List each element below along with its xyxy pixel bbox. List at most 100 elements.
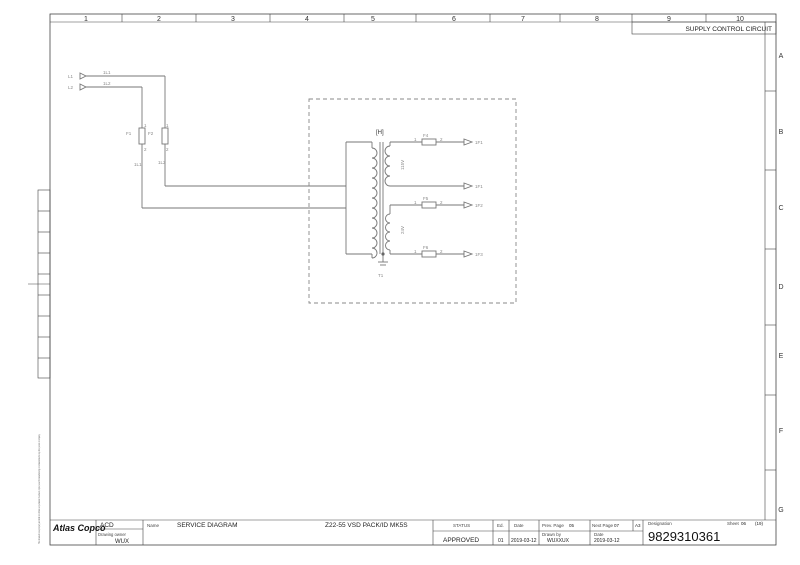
input-label-L1: L1 (68, 74, 74, 79)
fuse-label-F1: F1 (126, 131, 132, 136)
title-next-page: 07 (614, 523, 620, 528)
title-block (50, 519, 776, 545)
input-terminal-L1 (79, 72, 88, 80)
input-wire-label-1: 1L1 (103, 70, 111, 75)
column-number-10: 10 (736, 16, 744, 23)
sheet-outer-border (49, 13, 777, 546)
title-prev-page-label: Prev. Page (542, 523, 564, 528)
pin-label-1-f4: 1 (414, 137, 417, 142)
title-drawn-by: WUXXUX (547, 538, 570, 544)
row-letter-F: F (779, 428, 783, 435)
title-drawing-owner: WUX (115, 539, 129, 545)
column-number-3: 3 (231, 16, 235, 23)
input-terminal-L2 (79, 83, 88, 91)
column-number-6: 6 (452, 16, 456, 23)
pin-label-2-f6: 2 (440, 249, 443, 254)
title-drawn-by-label: Drawn by (542, 532, 562, 537)
input-wire-label-2: 1L2 (103, 81, 111, 86)
transformer-secondary-24v (385, 205, 391, 254)
winding-label-24v: 24V (400, 226, 405, 234)
fuse-label-F4: F4 (423, 133, 429, 138)
fuse-pin-2a: 2 (144, 147, 147, 152)
column-number-1: 1 (84, 16, 88, 23)
fuse-label-F2: F2 (148, 131, 154, 136)
row-letter-B: B (779, 129, 784, 136)
output-terminal-3 (463, 201, 474, 209)
transformer-enclosure (308, 98, 517, 304)
output-terminal-1 (463, 138, 474, 146)
fuse-F2 (161, 127, 169, 145)
column-number-7: 7 (521, 16, 525, 23)
title-name-label: Name (147, 523, 160, 528)
circuit-labels: L1 L2 1L1 1L2 F1 F2 1 1 2 2 1L1 1L2 F4 F… (68, 70, 483, 278)
output-terminal-2 (463, 182, 474, 190)
title-ed: 01 (498, 538, 504, 544)
sheet-title-box (631, 21, 777, 35)
fuse-F1 (138, 127, 146, 145)
winding-label-115v: 115V (400, 160, 405, 170)
left-margin-note: This document is our property and shall … (37, 434, 41, 544)
output-label-3: 1F2 (475, 203, 483, 208)
output-label-4: 1F3 (475, 252, 483, 257)
fuse-pin-1a: 1 (144, 123, 147, 128)
sheet-title: SUPPLY CONTROL CIRCUIT (685, 26, 772, 33)
row-letter-A: A (779, 53, 784, 60)
output-terminal-4 (463, 250, 474, 258)
title-date-label: Date (514, 523, 524, 528)
column-number-8: 8 (595, 16, 599, 23)
company-logo: Atlas Copco (52, 523, 106, 533)
output-label-2: 1F1 (475, 184, 483, 189)
title-date2-label: Date (594, 532, 604, 537)
title-designation-label: Designation (648, 521, 672, 526)
fuse-F5 (421, 201, 437, 209)
row-letter-D: D (778, 284, 783, 291)
title-sheet-total: (19) (755, 521, 764, 526)
primary-wire-label-1: 1L1 (134, 162, 142, 167)
transformer-primary-coil (371, 142, 378, 259)
title-acd: ACD (100, 522, 114, 529)
title-status-label: STATUS (453, 523, 470, 528)
pin-label-2-f4: 2 (440, 137, 443, 142)
title-ed-label: Ed. (497, 523, 504, 528)
fuse-F6 (421, 250, 437, 258)
transformer-ref: T1 (378, 273, 384, 278)
column-number-4: 4 (305, 16, 309, 23)
title-format: A3 (635, 523, 641, 528)
junction-dot (381, 252, 385, 256)
pin-label-1-f6: 1 (414, 249, 417, 254)
left-margin-strip (37, 189, 51, 379)
title-date2: 2019-03-12 (594, 538, 620, 544)
primary-wire-label-2: 1L2 (158, 160, 166, 165)
title-prev-page: 05 (569, 523, 575, 528)
pin-label-1-f5: 1 (414, 200, 417, 205)
pin-label-2-f5: 2 (440, 200, 443, 205)
fuse-label-F6: F6 (423, 245, 429, 250)
row-letter-G: G (778, 507, 783, 514)
fuse-pin-2b: 2 (166, 147, 169, 152)
transformer-secondary-115v (384, 142, 391, 187)
title-next-page-label: Next Page (592, 523, 614, 528)
row-letter-E: E (779, 353, 784, 360)
row-letter-C: C (778, 205, 783, 212)
column-ruler: 1 2 3 4 5 6 7 8 9 10 (84, 14, 744, 23)
column-number-9: 9 (667, 16, 671, 23)
row-ruler: A B C D E F G (765, 53, 784, 514)
title-sheet: 06 (741, 521, 747, 526)
fuse-F4 (421, 138, 437, 146)
title-designation: 9829310361 (648, 529, 720, 544)
title-sheet-label: Sheet (727, 521, 740, 526)
title-status: APPROVED (443, 537, 479, 544)
title-date: 2019-03-12 (511, 538, 537, 544)
circuit (79, 72, 517, 304)
transformer-label: [H] (376, 130, 384, 136)
column-number-2: 2 (157, 16, 161, 23)
input-label-L2: L2 (68, 85, 74, 90)
fuse-pin-1b: 1 (166, 123, 169, 128)
fuse-label-F5: F5 (423, 196, 429, 201)
title-drawing-owner-label: Drawing owner (98, 532, 127, 537)
output-label-1: 1F1 (475, 140, 483, 145)
title-product: Z22-55 VSD PACK/ID MK5S (325, 522, 408, 529)
title-name: SERVICE DIAGRAM (177, 522, 238, 529)
column-number-5: 5 (371, 16, 375, 23)
